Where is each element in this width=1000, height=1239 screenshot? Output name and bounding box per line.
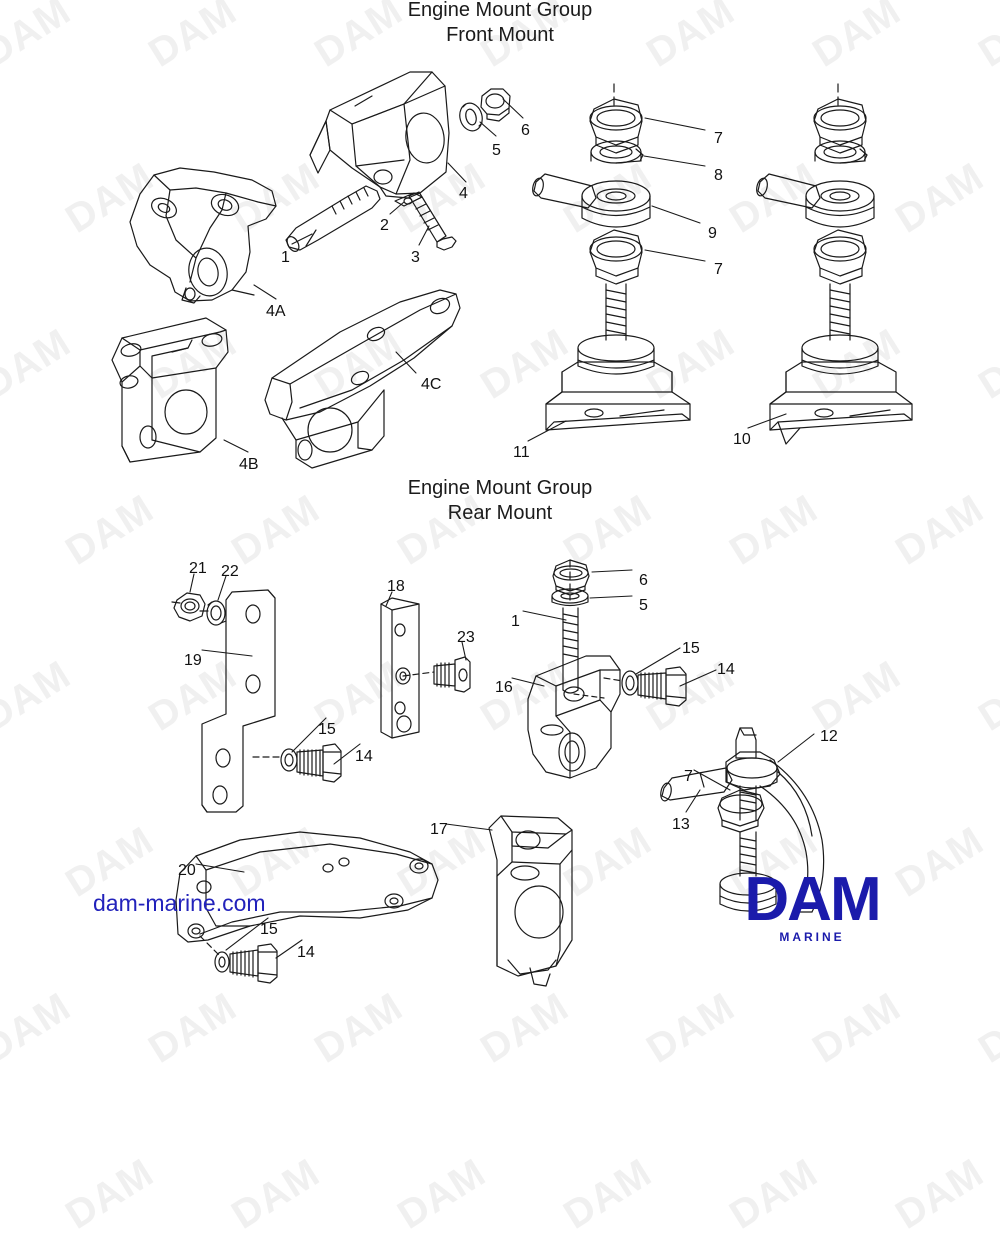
callout-rear-19: 19 bbox=[184, 652, 202, 669]
callout-front-1: 1 bbox=[281, 249, 290, 266]
part-4A-bracket bbox=[129, 167, 277, 304]
callout-front-5: 5 bbox=[492, 142, 501, 159]
part-4B-bracket bbox=[111, 317, 229, 463]
part-16-bracket bbox=[527, 559, 621, 779]
title-rear-line1: Engine Mount Group bbox=[407, 477, 593, 499]
part-15-14-bottom bbox=[199, 935, 278, 984]
artwork-layer bbox=[111, 71, 913, 987]
title-rear-line2: Rear Mount bbox=[447, 502, 553, 524]
callout-front-6: 6 bbox=[521, 122, 530, 139]
part-4C-bracket bbox=[264, 289, 461, 469]
part-1-rod bbox=[285, 185, 381, 252]
callout-rear-14: 14 bbox=[297, 944, 315, 961]
callout-front-9: 9 bbox=[708, 225, 717, 242]
callout-rear-23: 23 bbox=[457, 629, 475, 646]
part-5-washer bbox=[459, 102, 483, 132]
callout-rear-12: 12 bbox=[820, 728, 838, 745]
callout-rear-7: 7 bbox=[684, 768, 693, 785]
callout-front-2: 2 bbox=[380, 217, 389, 234]
callout-rear-5: 5 bbox=[639, 597, 648, 614]
watermark-text: DAM bbox=[722, 1150, 826, 1238]
page-title-rear: Engine Mount Group Rear Mount bbox=[0, 476, 1000, 526]
part-12-13-assembly bbox=[660, 727, 825, 913]
part-20-plate bbox=[175, 831, 439, 943]
logo-subtext: MARINE bbox=[779, 930, 845, 944]
callout-front-4b: 4B bbox=[239, 456, 259, 473]
callout-rear-6: 6 bbox=[639, 572, 648, 589]
callout-front-7: 7 bbox=[714, 261, 723, 278]
callout-front-4a: 4A bbox=[266, 303, 286, 320]
part-18-plate bbox=[380, 597, 420, 739]
callout-rear-15: 15 bbox=[318, 721, 336, 738]
callout-rear-14: 14 bbox=[355, 748, 373, 765]
mount-assembly-right bbox=[756, 83, 913, 445]
part-3-bolt bbox=[408, 191, 457, 251]
part-4-bracket bbox=[309, 71, 450, 199]
logo-wordmark: DAM bbox=[744, 865, 881, 934]
callout-rear-21: 21 bbox=[189, 560, 207, 577]
callout-rear-15: 15 bbox=[682, 640, 700, 657]
title-front-line2: Front Mount bbox=[446, 24, 554, 46]
callout-front-11: 11 bbox=[513, 444, 530, 461]
part-21-nut bbox=[171, 592, 209, 622]
callout-front-4: 4 bbox=[459, 185, 468, 202]
callout-front-7: 7 bbox=[714, 130, 723, 147]
part-22-washer bbox=[206, 600, 227, 626]
callout-rear-17: 17 bbox=[430, 821, 448, 838]
part-15-14-left bbox=[252, 743, 342, 783]
site-url[interactable]: dam-marine.com bbox=[93, 890, 266, 916]
callout-front-10: 10 bbox=[733, 431, 751, 448]
callout-rear-18: 18 bbox=[387, 578, 405, 595]
mount-assembly-left bbox=[532, 83, 691, 431]
title-front-line1: Engine Mount Group bbox=[407, 0, 593, 21]
dam-marine-logo: DAM MARINE bbox=[712, 865, 912, 945]
callout-rear-13: 13 bbox=[672, 816, 690, 833]
callout-front-8: 8 bbox=[714, 167, 723, 184]
watermark-text: DAM bbox=[556, 1150, 660, 1238]
part-15-14-mid bbox=[603, 666, 687, 707]
callout-rear-16: 16 bbox=[495, 679, 513, 696]
callout-rear-1: 1 bbox=[511, 613, 520, 630]
watermark-text: DAM bbox=[58, 1150, 162, 1238]
callout-rear-15: 15 bbox=[260, 921, 278, 938]
part-19-plate bbox=[201, 589, 276, 813]
callout-rear-20: 20 bbox=[178, 862, 196, 879]
watermark-text: DAM bbox=[888, 1150, 992, 1238]
callout-front-4c: 4C bbox=[421, 376, 442, 393]
watermark-text: DAM bbox=[390, 1150, 494, 1238]
part-6-nut bbox=[480, 88, 511, 122]
callout-front-3: 3 bbox=[411, 249, 420, 266]
page-title-front: Engine Mount Group Front Mount bbox=[0, 0, 1000, 48]
part-6-rear-nut bbox=[552, 559, 590, 596]
callout-rear-22: 22 bbox=[221, 563, 239, 580]
text-layer: Engine Mount Group Front Mount Engine Mo… bbox=[0, 0, 1000, 961]
callout-rear-14: 14 bbox=[717, 661, 735, 678]
part-5-rear-washer bbox=[551, 588, 589, 607]
watermark-text: DAM bbox=[224, 1150, 328, 1238]
part-17-bracket bbox=[488, 815, 573, 987]
